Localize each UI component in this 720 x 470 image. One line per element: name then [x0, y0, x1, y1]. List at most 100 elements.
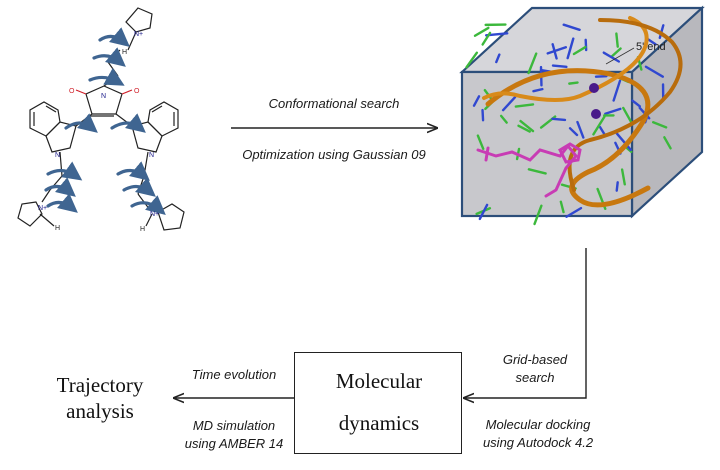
dna-base-stick — [644, 65, 665, 78]
dna-base-stick — [551, 117, 567, 122]
dna-base-stick — [527, 168, 547, 175]
dna-base-stick — [568, 81, 579, 85]
dna-base-stick — [533, 204, 543, 226]
dna-base-stick — [604, 107, 622, 115]
dna-base-stick — [519, 119, 535, 133]
rotation-arrow-icon — [46, 161, 83, 181]
atom-label-n: N — [101, 93, 106, 100]
dna-base-stick — [622, 106, 634, 126]
atom-label-n: N — [55, 152, 60, 159]
dna-base-stick — [615, 132, 632, 152]
dna-simulation-box: 5' end — [459, 5, 705, 226]
dna-base-stick — [495, 53, 501, 64]
right-pyrrolidine-ring — [157, 203, 185, 231]
dna-base-stick — [551, 64, 568, 69]
dna-base-stick — [501, 96, 517, 112]
atom-label-o: O — [69, 88, 75, 95]
dna-base-stick — [663, 136, 672, 150]
molecular-dynamics-box: Molecular dynamics — [294, 352, 462, 454]
dna-base-stick — [566, 37, 575, 60]
dna-bases — [465, 23, 672, 226]
dna-base-stick — [481, 31, 492, 46]
dna-backbone-ribbon — [482, 16, 649, 102]
rotation-arrows — [44, 27, 166, 215]
dna-base-stick — [499, 114, 508, 124]
dna-base-stick — [631, 99, 641, 108]
ion-sphere — [591, 109, 601, 119]
maleimide-ring — [85, 85, 123, 115]
dna-base-stick — [532, 87, 544, 93]
rotation-arrow-icon — [64, 113, 98, 133]
atom-label-o: O — [134, 88, 140, 95]
left-pyrrolidine-ring — [17, 201, 43, 227]
dna-base-stick — [565, 206, 583, 218]
dna-base-stick — [517, 124, 531, 133]
ion-sphere — [589, 83, 599, 93]
dna-base-stick — [652, 121, 668, 129]
atom-label-h: H — [122, 49, 127, 56]
rotation-arrow-icon — [46, 193, 78, 213]
time-evolution-label: Time evolution — [191, 367, 277, 382]
rotation-arrow-icon — [88, 67, 125, 86]
dna-base-stick — [472, 95, 481, 107]
top-pyrrolidine-ring — [125, 7, 153, 33]
optimization-label: Optimization using Gaussian 09 — [242, 147, 426, 162]
dna-base-stick — [562, 23, 581, 32]
trajectory-analysis: Trajectory analysis — [30, 372, 170, 424]
molecule-structure — [17, 7, 185, 231]
left-indoline-ring — [45, 121, 77, 153]
rotation-arrow-icon — [92, 47, 126, 67]
grid-search-label-line2: search — [515, 370, 555, 385]
docking-label-line2: using Autodock 4.2 — [482, 435, 594, 450]
atom-label-nplus: N+ — [150, 211, 159, 218]
dna-base-stick — [551, 43, 558, 60]
atom-label-h: H — [55, 225, 60, 232]
rotation-arrow-icon — [110, 113, 146, 133]
dna-base-stick — [647, 38, 657, 46]
dna-base-stick — [478, 203, 489, 221]
docking-label-line1: Molecular docking — [485, 417, 591, 432]
trajectory-analysis-line2: analysis — [66, 399, 134, 423]
rotation-arrow-icon — [116, 161, 150, 181]
md-simulation-label-line1: MD simulation — [192, 418, 276, 433]
dna-base-stick — [568, 127, 579, 137]
dna-base-stick — [481, 108, 485, 122]
conformational-search-label: Conformational search — [268, 96, 400, 111]
dna-backbone-ribbon — [485, 68, 651, 208]
five-prime-end-label: 5' end — [636, 41, 666, 53]
dna-base-stick — [620, 168, 626, 186]
md-box-title-line2: dynamics — [338, 411, 420, 435]
dna-base-stick — [610, 47, 622, 58]
trajectory-analysis-line1: Trajectory — [56, 373, 144, 397]
dna-base-stick — [546, 46, 568, 55]
dna-base-stick — [572, 45, 587, 56]
atom-label-h: H — [140, 226, 145, 233]
atom-label-n: N — [149, 152, 154, 159]
md-box-title-line1: Molecular — [335, 369, 423, 393]
atom-label-nplus: N+ — [134, 31, 143, 38]
dna-base-stick — [559, 200, 565, 214]
rotation-arrow-icon — [130, 195, 166, 215]
dna-base-stick — [514, 103, 535, 108]
left-benzene-ring — [29, 101, 61, 137]
md-simulation-label-line2: using AMBER 14 — [184, 436, 284, 451]
dna-base-stick — [527, 52, 538, 75]
dna-base-stick — [615, 181, 619, 192]
dna-base-stick — [592, 115, 606, 136]
rotation-arrow-icon — [44, 177, 76, 197]
dna-base-stick — [615, 32, 619, 48]
docking-arrow — [464, 248, 587, 398]
atom-labels: N+ H N O O N N N+ H N+ H — [38, 31, 159, 233]
rotation-arrow-icon — [98, 27, 130, 47]
docked-ligand — [476, 142, 582, 198]
dna-base-stick — [612, 79, 622, 102]
right-benzene-ring — [147, 101, 179, 137]
dna-base-stick — [476, 134, 485, 150]
five-prime-pointer — [605, 47, 635, 65]
rotation-arrow-icon — [122, 177, 156, 197]
dna-base-stick — [598, 125, 606, 136]
dna-base-stick — [576, 120, 585, 139]
grid-search-label-line1: Grid-based — [502, 352, 568, 367]
